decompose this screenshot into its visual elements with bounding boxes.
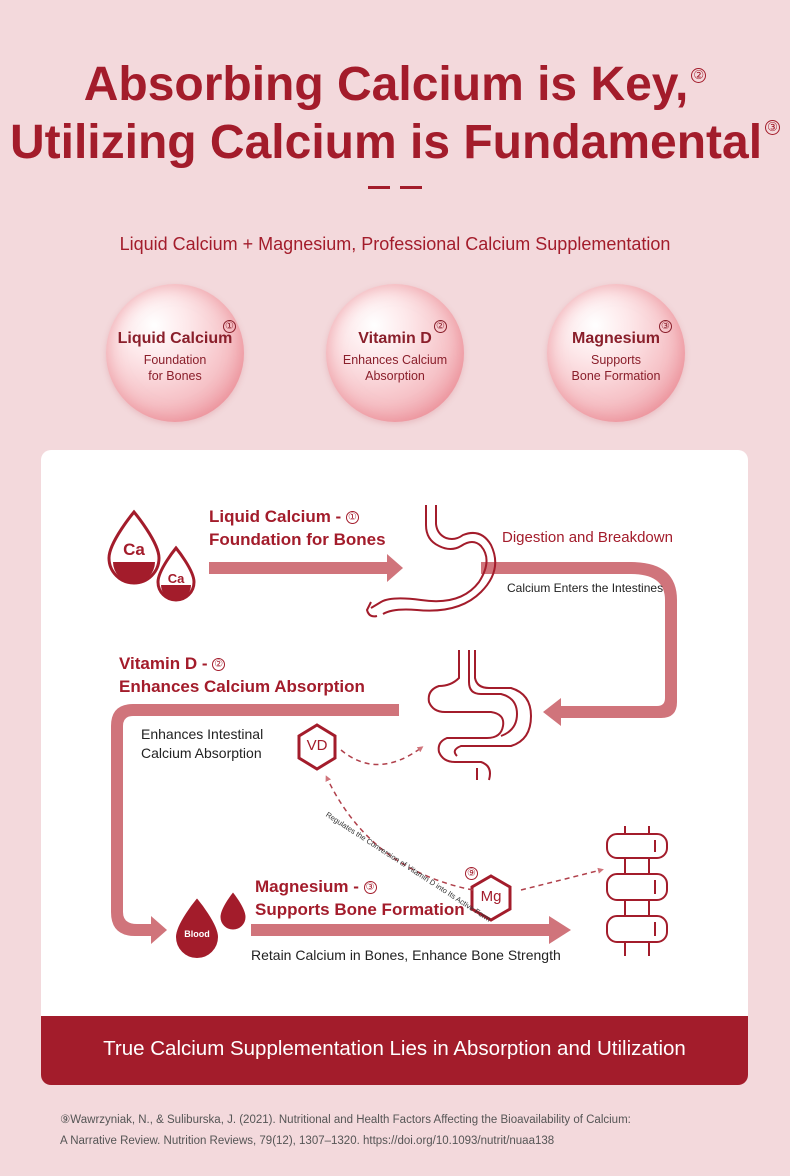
bubble-desc-line: Supports xyxy=(590,353,642,367)
bubble-mark: ② xyxy=(434,320,447,333)
diagram-card: Ca Ca Liquid Calcium - ① Foundation for … xyxy=(41,450,748,1085)
enhances-intestinal-label: Enhances Intestinal Calcium Absorption xyxy=(141,725,263,763)
bottom-banner: True Calcium Supplementation Lies in Abs… xyxy=(41,1016,748,1085)
flow-arrows xyxy=(111,554,677,944)
bubble-desc: Foundation for Bones xyxy=(106,352,244,384)
footnote-mark: ③ xyxy=(765,120,781,135)
vitamin-d-title: Vitamin D - xyxy=(119,654,208,673)
dashed-arrows xyxy=(325,746,604,891)
arrowhead-left xyxy=(543,698,561,726)
footnote-mark: ③ xyxy=(363,881,377,895)
bubble-name: Magnesium xyxy=(571,330,660,347)
reference-footnote: ⑨Wawrzyniak, N., & Suliburska, J. (2021)… xyxy=(60,1110,760,1152)
divider-dash xyxy=(400,186,422,189)
bubble-mark: ① xyxy=(223,320,236,333)
liquid-calcium-label: Liquid Calcium - ① xyxy=(209,506,359,528)
blood-label: Blood xyxy=(184,929,210,939)
bubble-magnesium: Magnesium ③ Supports Bone Formation xyxy=(547,284,685,422)
bubble-desc-line: Bone Formation xyxy=(571,369,661,383)
retain-label: Retain Calcium in Bones, Enhance Bone St… xyxy=(251,947,561,963)
reference-line: ⑨Wawrzyniak, N., & Suliburska, J. (2021)… xyxy=(60,1114,631,1126)
bubble-desc-line: Absorption xyxy=(365,369,425,383)
enters-intestines-label: Calcium Enters the Intestines xyxy=(507,581,664,595)
title-line-1: Absorbing Calcium is Key,② xyxy=(0,56,790,114)
ca-big-label: Ca xyxy=(123,540,145,559)
digestion-label: Digestion and Breakdown xyxy=(502,529,673,546)
bubble-desc-line: Enhances Calcium xyxy=(342,353,448,367)
bubble-vitamin-d: Vitamin D ② Enhances Calcium Absorption xyxy=(326,284,464,422)
bubble-liquid-calcium: Liquid Calcium ① Foundation for Bones xyxy=(106,284,244,422)
spine-bones-icon xyxy=(606,826,668,956)
magnesium-sub: Supports Bone Formation xyxy=(255,900,465,919)
arrowhead-right xyxy=(151,916,167,944)
liquid-calcium-title: Liquid Calcium - xyxy=(209,507,342,526)
subtitle: Liquid Calcium + Magnesium, Professional… xyxy=(119,234,671,254)
stomach-icon xyxy=(365,505,497,618)
arrowhead-right xyxy=(387,554,403,582)
vd-label: VD xyxy=(306,737,328,754)
mg-hexagon-icon xyxy=(470,874,512,922)
ca-small-label: Ca xyxy=(167,571,185,586)
arrow-digestion-loop xyxy=(561,562,677,718)
vd-hexagon-icon xyxy=(297,723,337,771)
diagram-svg xyxy=(107,505,677,958)
bubble-mark: ③ xyxy=(659,320,672,333)
bubble-desc-line: for Bones xyxy=(148,369,202,383)
reference-line: A Narrative Review. Nutrition Reviews, 7… xyxy=(60,1135,555,1147)
bubble-name: Vitamin D xyxy=(358,330,432,347)
footnote-mark: ⑨ xyxy=(465,867,478,880)
enhances-intestinal-line: Calcium Absorption xyxy=(141,745,262,761)
footnote-mark: ② xyxy=(212,658,226,672)
bubble-desc-line: Foundation xyxy=(143,353,207,367)
bubble-desc: Enhances Calcium Absorption xyxy=(326,352,464,384)
bubble-name: Liquid Calcium xyxy=(117,330,233,347)
footnote-mark: ② xyxy=(691,68,707,83)
bubble-desc: Supports Bone Formation xyxy=(547,352,685,384)
liquid-calcium-sub: Foundation for Bones xyxy=(209,530,386,549)
arrowhead-right xyxy=(549,916,571,944)
enhances-intestinal-line: Enhances Intestinal xyxy=(141,726,264,742)
intestines-icon xyxy=(427,650,533,781)
magnesium-title: Magnesium - xyxy=(255,877,359,896)
arrow-to-bones xyxy=(251,924,551,936)
blood-drops-icon xyxy=(175,887,249,958)
arrow-liquid-calcium xyxy=(209,562,389,574)
title-line-1-text: Absorbing Calcium is Key, xyxy=(83,58,689,111)
title-line-2-text: Utilizing Calcium is Fundamental xyxy=(9,116,763,169)
arrow-digestion-top xyxy=(481,562,631,574)
calcium-drops-icon xyxy=(107,509,196,602)
vitamin-d-label: Vitamin D - ② xyxy=(119,653,226,675)
footnote-mark: ① xyxy=(345,511,359,525)
mg-label: Mg xyxy=(480,888,502,905)
divider-dash xyxy=(368,186,390,189)
vitamin-d-sub: Enhances Calcium Absorption xyxy=(119,677,365,696)
magnesium-label: Magnesium - ③ xyxy=(255,876,377,898)
